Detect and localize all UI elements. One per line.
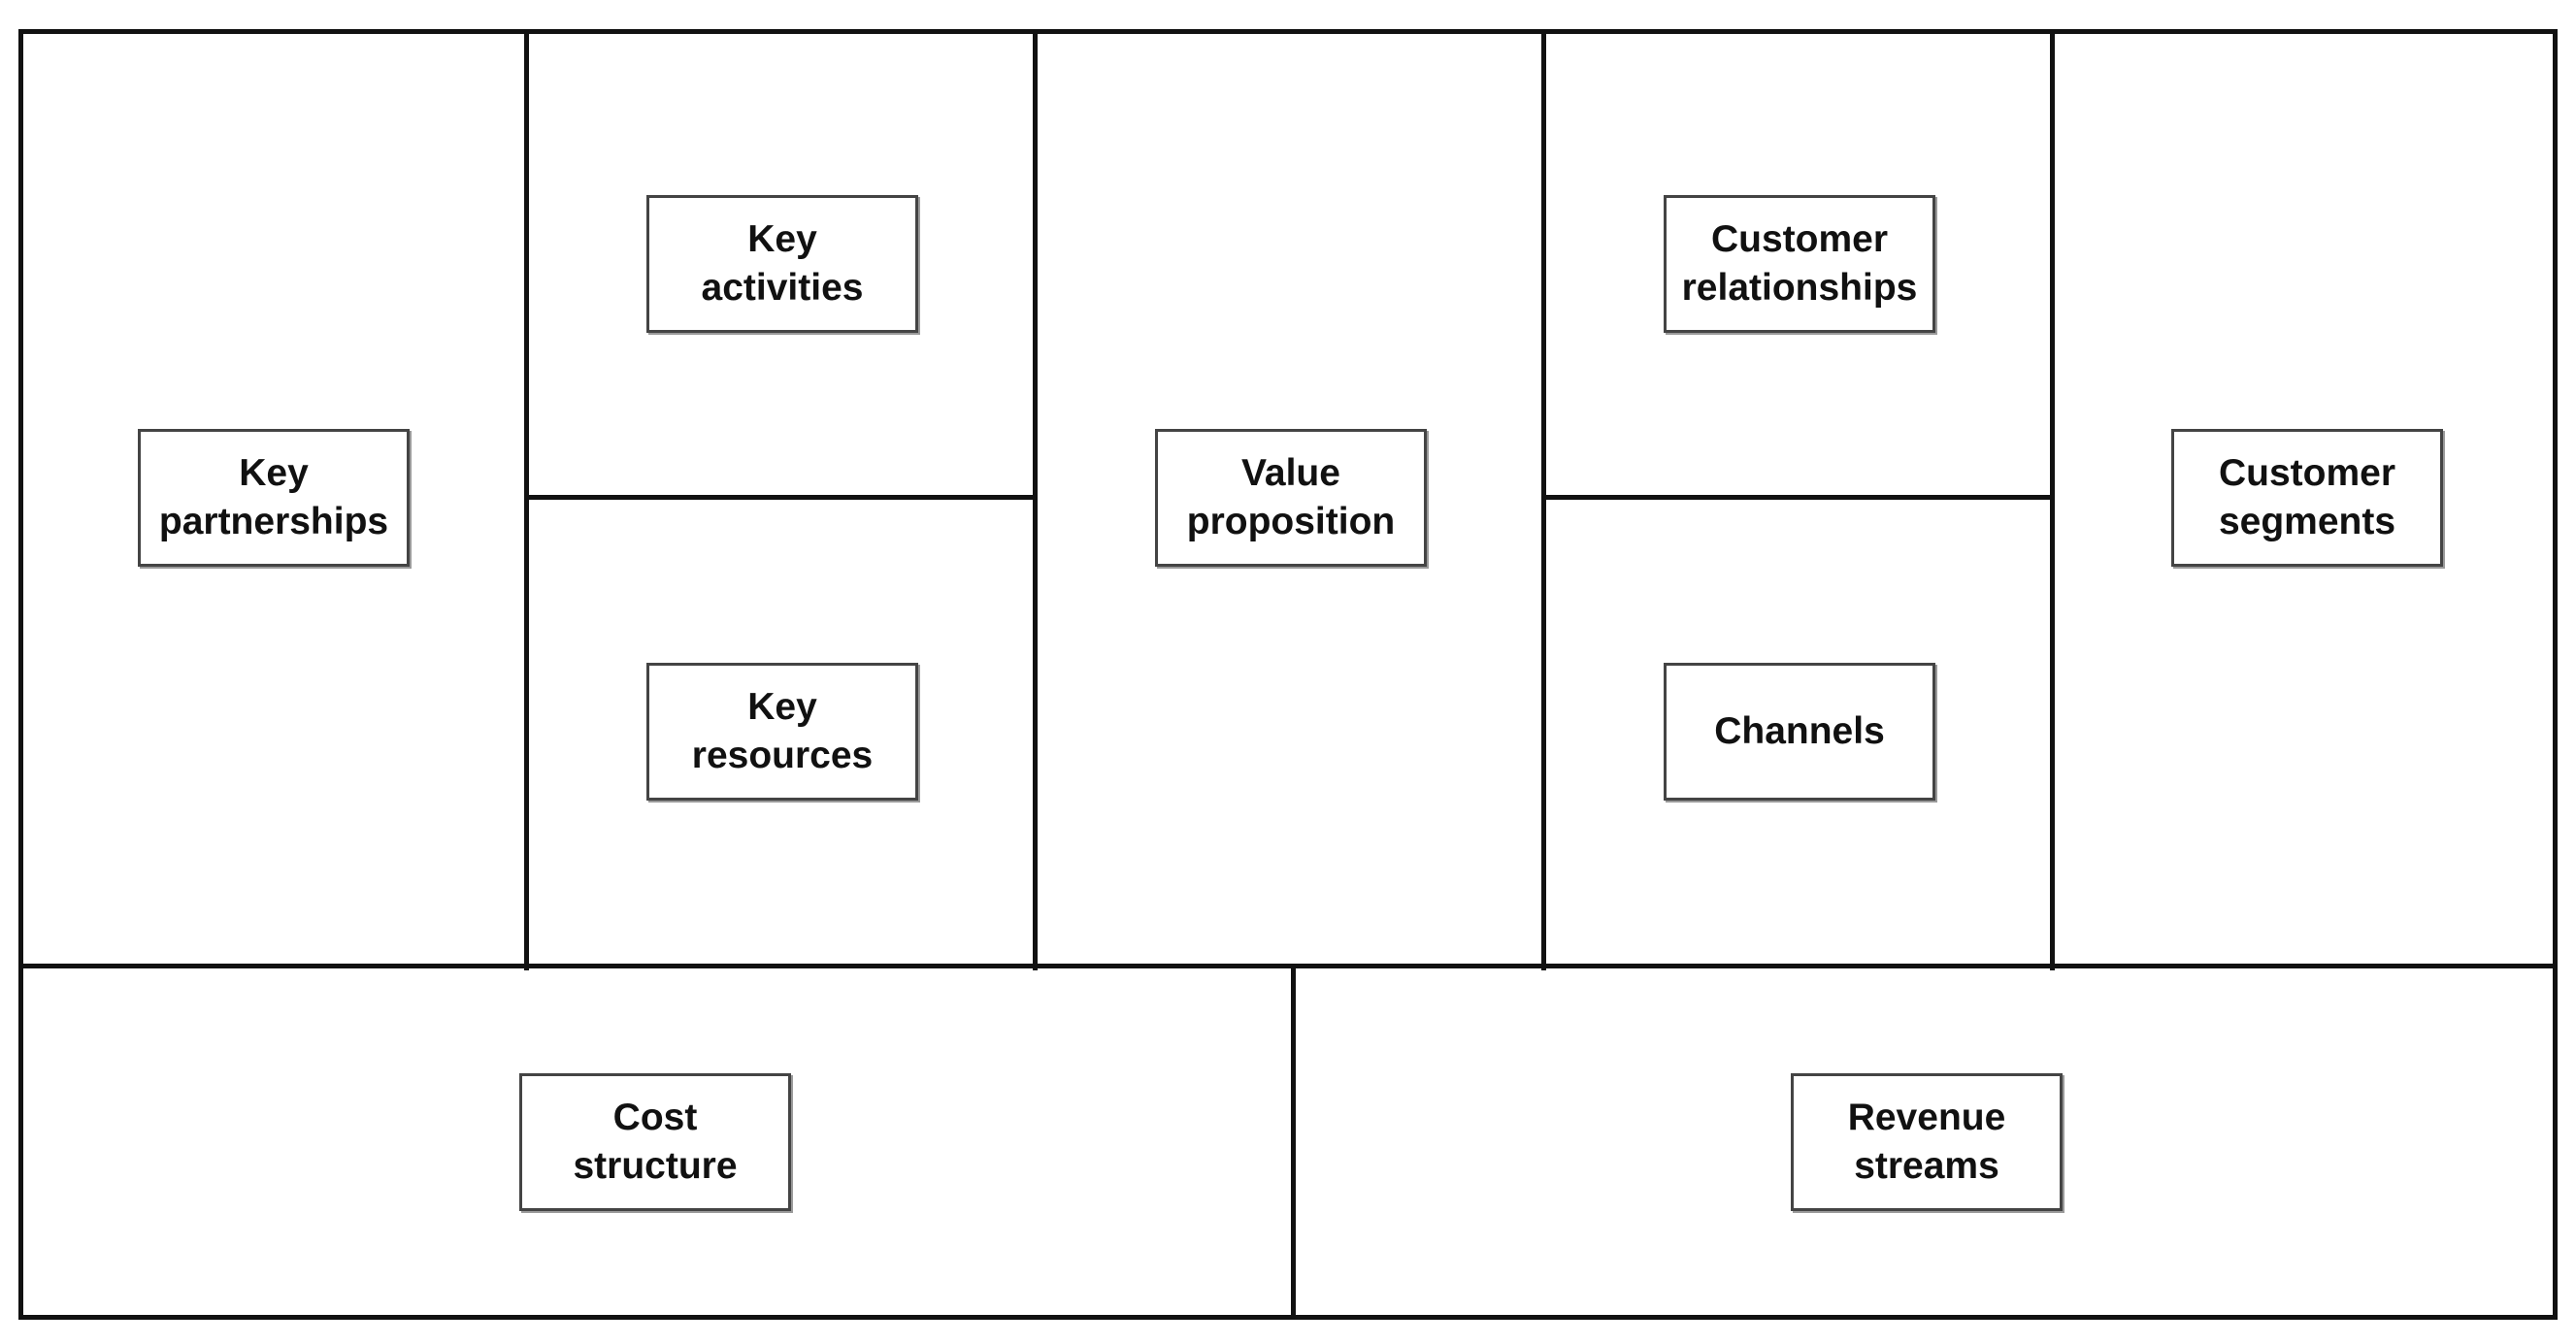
cost-structure-box: Cost structure <box>519 1073 791 1211</box>
customer-segments-label: Customer segments <box>2218 452 2396 542</box>
divider-activities-resources <box>524 495 1038 500</box>
canvas-outer-frame <box>18 29 2558 1320</box>
divider-cost-revenue <box>1291 964 1296 1320</box>
key-partnerships-label: Key partnerships <box>158 452 389 542</box>
cost-structure-label: Cost structure <box>573 1097 738 1187</box>
key-partnerships-box: Key partnerships <box>138 429 410 567</box>
divider-relationships-segments <box>2050 29 2055 970</box>
key-resources-label: Key resources <box>691 686 874 776</box>
value-proposition-box: Value proposition <box>1155 429 1427 567</box>
divider-top-bottom <box>18 964 2558 968</box>
revenue-streams-label: Revenue streams <box>1847 1097 2006 1187</box>
revenue-streams-box: Revenue streams <box>1791 1073 2063 1211</box>
channels-label: Channels <box>1714 710 1885 752</box>
divider-value-relationships <box>1541 29 1546 970</box>
value-proposition-label: Value proposition <box>1186 452 1396 542</box>
key-resources-box: Key resources <box>646 663 918 801</box>
channels-box: Channels <box>1664 663 1935 801</box>
divider-partnerships-activities <box>524 29 529 970</box>
divider-relationships-channels <box>1541 495 2055 500</box>
customer-relationships-box: Customer relationships <box>1664 195 1935 333</box>
divider-activities-value <box>1033 29 1038 970</box>
customer-relationships-label: Customer relationships <box>1681 218 1918 309</box>
key-activities-label: Key activities <box>701 218 864 309</box>
customer-segments-box: Customer segments <box>2171 429 2443 567</box>
key-activities-box: Key activities <box>646 195 918 333</box>
